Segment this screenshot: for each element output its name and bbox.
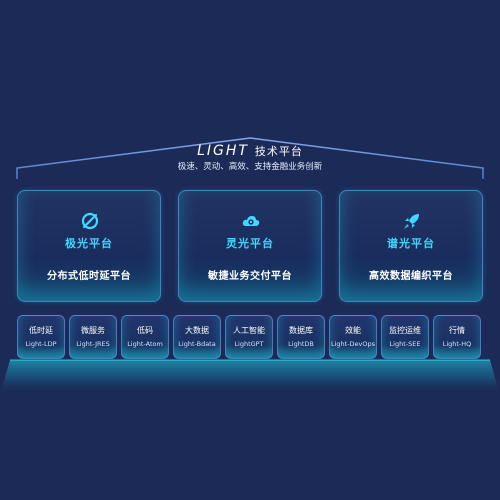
platform-card-lingguang: 灵光平台 敏捷业务交付平台 [178,190,322,302]
platform-card-puguang: 谱光平台 高效数据编织平台 [339,190,483,302]
module-code: Light-SEE [389,340,421,348]
module-name: 监控运维 [389,326,421,335]
platform-name: 谱光平台 [387,237,435,250]
platform-desc: 分布式低时延平台 [47,271,131,282]
platform-desc: 敏捷业务交付平台 [208,271,292,282]
header: LIGHT 技术平台 极速、灵动、高效、支持金融业务创新 [0,144,500,174]
module-name: 效能 [345,326,361,335]
module-code: Light-Bdata [178,340,216,348]
module-code: Light-Atom [127,340,163,348]
header-title-line: LIGHT 技术平台 [0,144,500,159]
brand-name: LIGHT [197,143,249,159]
cloud-gear-icon [242,216,260,226]
module-code: Light-LDP [25,340,57,348]
module-code: Light-DevOps [330,340,376,348]
module-tile: 数据库 LightDB [277,315,325,359]
module-tile: 微服务 Light-JRES [69,315,117,359]
platform-desc: 高效数据编织平台 [369,271,453,282]
platform-name: 灵光平台 [226,237,274,250]
module-tile: 低码 Light-Atom [121,315,169,359]
platform-card-jiguang: 极光平台 分布式低时延平台 [17,190,161,302]
module-tile: 人工智能 LightGPT [225,315,273,359]
base-floor [0,359,500,395]
module-code: Light-JRES [76,340,110,348]
header-subtitle: 极速、灵动、高效、支持金融业务创新 [177,162,323,172]
module-name: 低时延 [29,326,53,335]
module-code: LightGPT [234,340,264,348]
module-tile: 监控运维 Light-SEE [381,315,429,359]
module-name: 微服务 [81,326,105,335]
module-name: 大数据 [185,326,209,335]
roof-outline [16,137,484,179]
module-name: 人工智能 [233,326,265,335]
module-tile: 低时延 Light-LDP [17,315,65,359]
module-name: 低码 [137,326,153,335]
module-tile: 效能 Light-DevOps [329,315,377,359]
module-code: LightDB [288,340,314,348]
header-title: 技术平台 [254,145,303,158]
ring-slash-icon [81,212,99,230]
module-tile: 行情 Light-HQ [433,315,481,359]
module-name: 数据库 [289,326,313,335]
module-code: Light-HQ [442,340,472,348]
module-tile: 大数据 Light-Bdata [173,315,221,359]
module-name: 行情 [449,326,465,335]
rocket-icon [404,214,419,229]
platform-name: 极光平台 [65,237,113,250]
